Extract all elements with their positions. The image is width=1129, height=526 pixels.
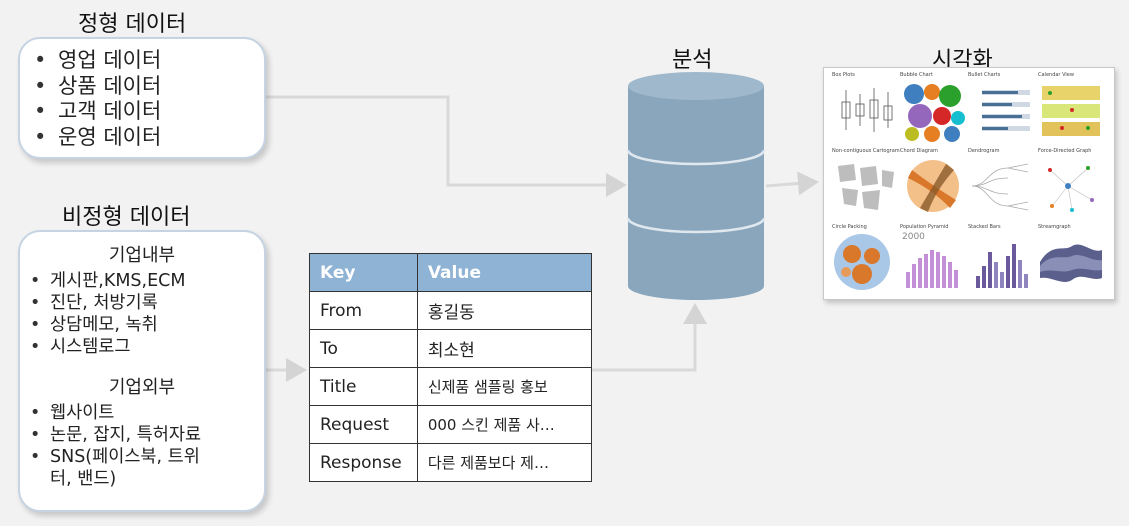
stacked-bars-icon: Stacked Bars bbox=[968, 224, 1034, 294]
list-item: •게시판,KMS,ECM bbox=[30, 271, 186, 291]
analysis-title: 분석 bbox=[672, 48, 713, 73]
structured-data-card: •영업 데이터 •상품 데이터 •고객 데이터 •운영 데이터 bbox=[18, 37, 266, 159]
table-row: To 최소현 bbox=[309, 329, 593, 368]
table-row: Title 신제품 샘플링 홍보 bbox=[309, 367, 593, 406]
row-value: 홍길동 bbox=[416, 291, 593, 330]
calendar-view-icon: Calendar View bbox=[1038, 72, 1104, 142]
circle-packing-icon: Circle Packing bbox=[832, 224, 898, 294]
table-row: From 홍길동 bbox=[309, 291, 593, 330]
row-key: Request bbox=[309, 405, 418, 444]
key-value-table: Key Value From 홍길동 To 최소현 Title 신제품 샘플링 … bbox=[309, 253, 593, 482]
row-value: 신제품 샘플링 홍보 bbox=[416, 367, 593, 406]
row-key: From bbox=[309, 291, 418, 330]
table-row: Response 다른 제품보다 제… bbox=[309, 443, 593, 482]
table-to-analysis-arrow bbox=[592, 303, 707, 372]
population-pyramid-icon: Population Pyramid 2000 bbox=[900, 224, 966, 294]
structured-title: 정형 데이터 bbox=[78, 12, 187, 37]
list-item: •웹사이트 bbox=[30, 403, 115, 423]
list-item: •시스템로그 bbox=[30, 337, 131, 357]
visualization-gallery: Box Plots Bubble Chart Bullet Charts Cal… bbox=[823, 67, 1115, 300]
database-icon bbox=[626, 72, 766, 300]
table-header-row: Key Value bbox=[309, 253, 593, 292]
force-graph-icon: Force-Directed Graph bbox=[1038, 148, 1104, 218]
internal-group-title: 기업내부 bbox=[108, 245, 176, 266]
list-item: •논문, 잡지, 특허자료 bbox=[30, 425, 202, 445]
row-key: Title bbox=[309, 367, 418, 406]
row-key: Response bbox=[309, 443, 418, 482]
list-item: •고객 데이터 bbox=[34, 99, 162, 123]
chord-diagram-icon: Chord Diagram bbox=[900, 148, 966, 218]
list-item: •상품 데이터 bbox=[34, 73, 162, 98]
row-value: 다른 제품보다 제… bbox=[416, 443, 593, 482]
bullet-chart-icon: Bullet Charts bbox=[968, 72, 1034, 142]
row-key: To bbox=[309, 329, 418, 368]
internal-list: •게시판,KMS,ECM •진단, 처방기록 •상담메모, 녹취 •시스템로그 bbox=[20, 270, 264, 358]
dendrogram-icon: Dendrogram bbox=[968, 148, 1034, 218]
row-value: 최소현 bbox=[416, 329, 593, 368]
cartogram-icon: Non-contiguous Cartogram bbox=[832, 148, 900, 218]
list-item: 터, 밴드) bbox=[50, 469, 117, 489]
analysis-to-visualization-arrow bbox=[765, 171, 819, 196]
unstructured-data-card: 기업내부 •게시판,KMS,ECM •진단, 처방기록 •상담메모, 녹취 •시… bbox=[18, 230, 266, 512]
list-item: •상담메모, 녹취 bbox=[30, 315, 158, 335]
external-group-title: 기업외부 bbox=[108, 377, 176, 398]
structured-list: •영업 데이터 •상품 데이터 •고객 데이터 •운영 데이터 bbox=[20, 48, 264, 150]
pyramid-year-label: 2000 bbox=[902, 232, 925, 242]
box-plot-icon: Box Plots bbox=[832, 72, 898, 142]
row-value: 000 스킨 제품 사… bbox=[416, 405, 593, 444]
list-item: •SNS(페이스북, 트위 bbox=[30, 447, 200, 467]
bubble-chart-icon: Bubble Chart bbox=[900, 72, 966, 142]
key-header: Key bbox=[309, 253, 418, 292]
external-list: •웹사이트 •논문, 잡지, 특허자료 •SNS(페이스북, 트위 터, 밴드) bbox=[20, 402, 264, 490]
unstructured-title: 비정형 데이터 bbox=[62, 205, 191, 230]
list-item: •진단, 처방기록 bbox=[30, 293, 158, 313]
list-item: •운영 데이터 bbox=[34, 124, 162, 149]
list-item: •영업 데이터 bbox=[34, 48, 162, 72]
table-row: Request 000 스킨 제품 사… bbox=[309, 405, 593, 444]
value-header: Value bbox=[416, 253, 593, 292]
streamgraph-icon: Streamgraph bbox=[1038, 224, 1104, 294]
structured-to-analysis-arrow bbox=[266, 95, 627, 197]
